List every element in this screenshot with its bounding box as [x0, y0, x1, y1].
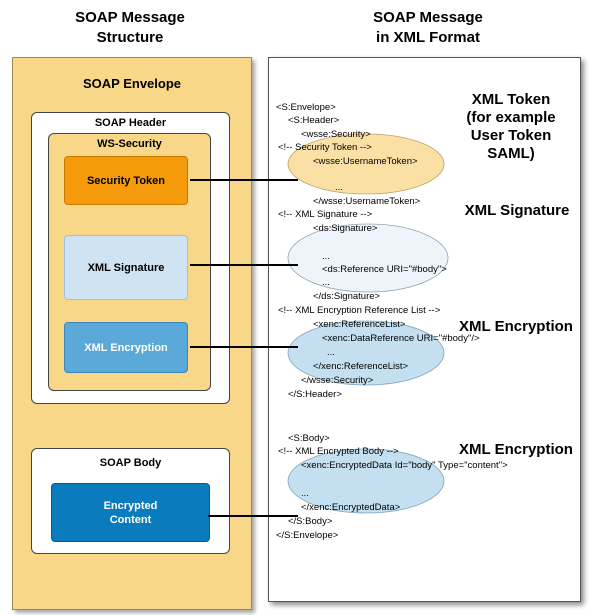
- signature-ellipse: [287, 223, 449, 293]
- xml-encryption-side-label-1: XML Encryption: [459, 318, 573, 335]
- xml-line: ...: [335, 182, 343, 193]
- right-title: SOAP Message in XML Format: [328, 8, 528, 48]
- xml-line: <ds:Reference URI="#body">: [322, 264, 447, 275]
- xml-encryption-label: XML Encryption: [84, 341, 168, 354]
- xml-line: </wsse:Security>: [301, 375, 374, 386]
- soap-envelope-label: SOAP Envelope: [82, 76, 181, 91]
- xml-token-label-line3: User Token SAML): [470, 127, 552, 162]
- encrypted-content-label-line1: Encrypted: [103, 499, 158, 512]
- xml-line: ...: [327, 347, 335, 358]
- xml-token-label-line2: (for example: [466, 109, 556, 126]
- soap-body: SOAP Body Encrypted Content: [31, 448, 230, 554]
- xml-encryption-side-label-2: XML Encryption: [459, 441, 573, 458]
- soap-body-label: SOAP Body: [99, 457, 162, 469]
- right-title-line1: SOAP Message: [373, 9, 483, 26]
- security-token-box: Security Token: [64, 156, 188, 205]
- xml-token-label-line1: XML Token: [471, 91, 551, 108]
- xml-line: </S:Envelope>: [276, 530, 339, 541]
- xml-line: <S:Header>: [288, 115, 340, 126]
- ws-security: WS-Security Security Token XML Signature…: [48, 133, 211, 391]
- left-title: SOAP Message Structure: [40, 8, 220, 48]
- xml-line: </ds:Signature>: [313, 291, 381, 302]
- xml-line: <!-- XML Encrypted Body -->: [278, 446, 399, 457]
- xml-encryption-box: XML Encryption: [64, 322, 188, 373]
- left-title-line2: Structure: [96, 29, 164, 46]
- xml-line: </S:Body>: [288, 516, 333, 527]
- xml-signature-box: XML Signature: [64, 235, 188, 300]
- left-title-line1: SOAP Message: [75, 9, 185, 26]
- xml-line: <!-- XML Signature -->: [278, 209, 373, 220]
- xml-line: ...: [301, 488, 309, 499]
- xml-line: </xenc:EncryptedData>: [301, 502, 401, 513]
- security-token-label: Security Token: [86, 174, 166, 187]
- encrypted-content-box: Encrypted Content: [51, 483, 210, 542]
- soap-header-label: SOAP Header: [94, 117, 167, 129]
- xml-line: ...: [322, 251, 330, 262]
- xml-signature-label: XML Signature: [87, 261, 165, 274]
- soap-envelope: SOAP Envelope SOAP Header WS-Security Se…: [12, 57, 252, 610]
- xml-line: <xenc:ReferenceList>: [313, 319, 406, 330]
- xml-line: <wsse:Security>: [301, 129, 371, 140]
- right-title-line2: in XML Format: [376, 29, 480, 46]
- encrypted-content-label-line2: Content: [109, 513, 152, 526]
- xml-token-label: XML Token (for example User Token SAML): [446, 91, 576, 163]
- xml-line: <xenc:EncryptedData Id="body" Type="cont…: [301, 460, 508, 471]
- soap-header: SOAP Header WS-Security Security Token X…: [31, 112, 230, 404]
- xml-line: </wsse:UsernameToken>: [313, 196, 421, 207]
- encryption-ellipse-1: [287, 320, 445, 386]
- xml-line: <xenc:DataReference URI="#body"/>: [322, 333, 480, 344]
- xml-line: <!-- Security Token -->: [278, 142, 372, 153]
- token-ellipse: [287, 133, 445, 195]
- xml-line: <wsse:UsernameToken>: [313, 156, 418, 167]
- xml-line: ...: [322, 277, 330, 288]
- xml-signature-side-label: XML Signature: [464, 202, 570, 219]
- ws-security-label: WS-Security: [97, 138, 162, 150]
- xml-line: </xenc:ReferenceList>: [313, 361, 409, 372]
- xml-line: </S:Header>: [288, 389, 342, 400]
- xml-line: <S:Body>: [288, 433, 330, 444]
- xml-line: <ds:Signature>: [313, 223, 378, 234]
- encryption-ellipse-2: [287, 448, 445, 514]
- xml-line: <S:Envelope>: [276, 102, 336, 113]
- xml-line: <!-- XML Encryption Reference List -->: [278, 305, 441, 316]
